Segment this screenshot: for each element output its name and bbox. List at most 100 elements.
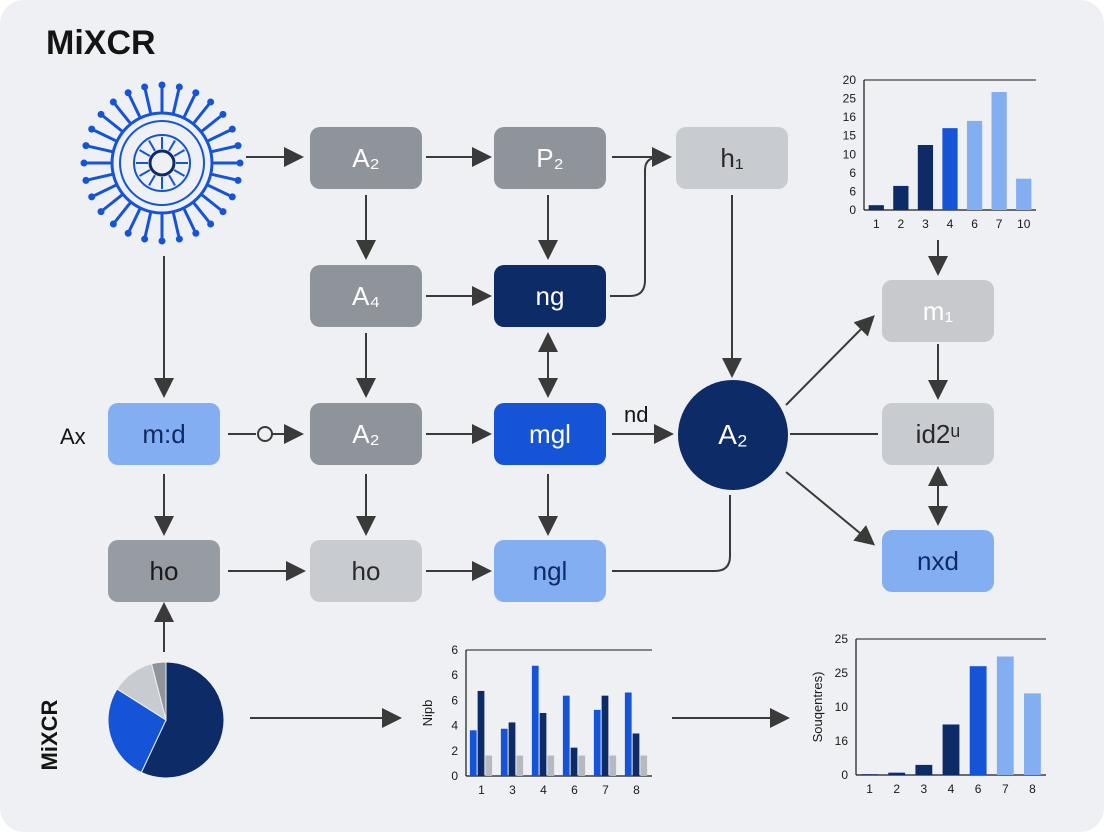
bar	[861, 774, 878, 775]
pie-slice	[140, 661, 225, 779]
x-tick-label: 2	[893, 782, 900, 796]
pie-slice	[150, 661, 167, 721]
node-mgl[interactable]: mɡl	[494, 403, 606, 465]
bar	[917, 145, 934, 210]
bar	[485, 755, 493, 776]
x-tick-label: 1	[873, 217, 880, 231]
y-tick-label: 20	[843, 73, 857, 87]
line-ng-to-h1	[610, 156, 661, 297]
x-tick-label: 1	[866, 782, 873, 796]
y-tick-label: 6	[451, 693, 458, 707]
x-tick-label: 8	[1029, 782, 1036, 796]
bar	[539, 713, 547, 776]
bar	[609, 755, 617, 776]
bar	[531, 665, 539, 776]
bar	[888, 772, 906, 775]
y-tick-label: 16	[843, 110, 857, 124]
x-tick-label: 7	[1002, 782, 1009, 796]
bar	[562, 695, 570, 776]
x-tick-label: 6	[975, 782, 982, 796]
pie-chart	[107, 661, 225, 779]
x-tick-label: 2	[898, 217, 905, 231]
y-tick-label: 2	[451, 744, 458, 758]
node-a4[interactable]: A₄	[310, 265, 422, 327]
label-ax: Ax	[60, 424, 86, 449]
pie-slice	[107, 688, 167, 774]
chart-bottom-middle: 0 2 4 6 6 6 1 3 4 6 7 8 Nipb	[420, 643, 652, 797]
y-tick-label: 25	[835, 632, 849, 646]
bar	[570, 747, 578, 776]
bar	[508, 722, 516, 776]
bar	[593, 709, 601, 776]
arrow-circle-to-m1	[785, 315, 875, 406]
bar	[469, 730, 477, 776]
page-title: MiXCR	[46, 24, 156, 62]
bar	[969, 666, 987, 775]
y-axis-title: Souqentres)	[810, 672, 825, 743]
x-tick-label: 8	[633, 783, 640, 797]
node-id2u[interactable]: id2ᵘ	[882, 403, 994, 465]
y-tick-label: 6	[451, 643, 458, 657]
y-tick-label: 25	[843, 92, 857, 106]
bar	[942, 128, 958, 210]
y-tick-label: 15	[843, 129, 857, 143]
node-h1[interactable]: h₁	[676, 127, 788, 189]
bar	[868, 205, 884, 210]
node-m1[interactable]: m₁	[882, 280, 994, 342]
bar	[640, 755, 648, 776]
node-a2-mid[interactable]: A₂	[310, 403, 422, 465]
y-tick-label: 4	[451, 719, 458, 733]
node-ho-left[interactable]: ho	[108, 540, 220, 602]
bar	[893, 185, 909, 210]
node-ho-mid[interactable]: ho	[310, 540, 422, 602]
y-tick-label: 0	[451, 769, 458, 783]
y-tick-label: 6	[849, 166, 856, 180]
bar	[578, 755, 586, 776]
y-tick-label: 6	[849, 184, 856, 198]
bar	[1016, 178, 1032, 210]
node-ng[interactable]: ng	[494, 265, 606, 327]
x-tick-label: 3	[922, 217, 929, 231]
bar	[547, 755, 555, 776]
node-mid[interactable]: m:d	[108, 403, 220, 465]
x-tick-label: 7	[602, 783, 609, 797]
y-tick-label: 10	[835, 700, 849, 714]
y-tick-label: 25	[835, 666, 849, 680]
node-circle-a2[interactable]: A₂	[678, 380, 788, 490]
bar	[915, 764, 933, 775]
label-nd: nd	[624, 402, 649, 427]
x-tick-label: 4	[540, 783, 547, 797]
arrow-circle-to-nxd	[785, 471, 876, 546]
node-nxd[interactable]: nxd	[882, 530, 994, 592]
x-tick-label: 7	[996, 217, 1003, 231]
bar	[516, 755, 524, 776]
bar	[500, 728, 508, 776]
x-tick-label: 3	[509, 783, 516, 797]
x-tick-label: 10	[1017, 217, 1031, 231]
bar	[966, 120, 983, 210]
y-tick-label: 0	[849, 203, 856, 217]
y-axis-title: Nipb	[420, 700, 435, 727]
node-a2-top[interactable]: A₂	[310, 127, 422, 189]
y-tick-label: 10	[843, 147, 857, 161]
x-tick-label: 4	[947, 217, 954, 231]
line-ngl-to-circle	[612, 495, 731, 572]
x-tick-label: 6	[971, 217, 978, 231]
node-ngl[interactable]: ngl	[494, 540, 606, 602]
bar	[601, 695, 609, 776]
bar	[991, 92, 1007, 210]
bar	[632, 733, 640, 776]
bar	[624, 692, 632, 776]
x-tick-label: 3	[921, 782, 928, 796]
bar	[477, 690, 485, 776]
x-tick-label: 1	[478, 783, 485, 797]
x-tick-label: 6	[571, 783, 578, 797]
y-tick-label: 0	[841, 768, 848, 782]
y-tick-label: 16	[835, 734, 849, 748]
node-p2[interactable]: P₂	[494, 127, 606, 189]
y-tick-label: 6	[451, 668, 458, 682]
